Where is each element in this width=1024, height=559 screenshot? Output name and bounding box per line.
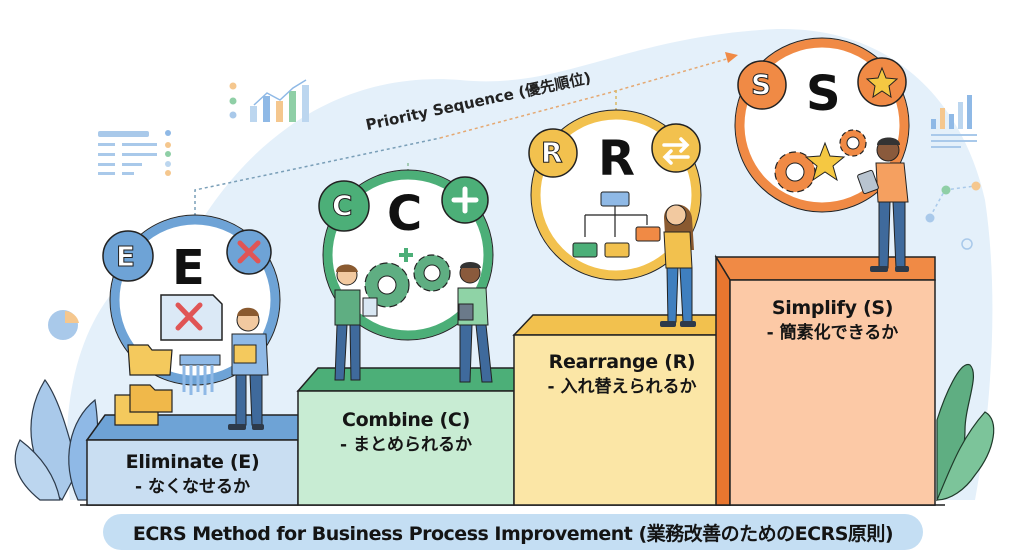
- simplify-emblem: [734, 37, 910, 272]
- person-combine-left: [334, 264, 378, 381]
- step-simplify: [714, 254, 936, 506]
- step-name-eliminate: Eliminate (E): [125, 451, 260, 473]
- step-label-rearrange: Rearrange (R) - 入れ替えられるか: [514, 350, 730, 400]
- big-letter-c: C: [387, 186, 423, 242]
- step-name-simplify: Simplify (S): [771, 297, 894, 319]
- rearrange-emblem: [528, 109, 702, 327]
- eliminate-emblem: [102, 214, 281, 430]
- line-chart-icon: [229, 79, 309, 122]
- crossed-document-icon: [160, 294, 223, 341]
- step-rearrange: [512, 314, 732, 506]
- bar-chart-icon: [931, 95, 977, 148]
- person-simplify: [857, 137, 909, 272]
- person-eliminate: [228, 307, 269, 430]
- step-label-simplify: Simplify (S) - 簡素化できるか: [730, 296, 935, 346]
- gear-icon: [364, 248, 451, 308]
- badge-letter-s: S: [750, 68, 772, 102]
- badge-letter-e: E: [115, 240, 136, 274]
- pie-chart-icon: [48, 310, 79, 340]
- shredder-icon: [179, 354, 221, 395]
- combine-emblem: [318, 169, 494, 383]
- big-letter-r: R: [598, 131, 635, 187]
- plant-icon-right: [936, 364, 995, 502]
- scatter-dots-icon: [925, 181, 981, 250]
- step-subtitle-combine: - まとめられるか: [340, 435, 472, 455]
- folder-icon: [114, 344, 173, 426]
- step-subtitle-simplify: - 簡素化できるか: [766, 323, 899, 343]
- list-icon: [98, 130, 171, 176]
- big-letter-e: E: [172, 240, 205, 296]
- flowchart-icon: [572, 191, 661, 258]
- step-name-rearrange: Rearrange (R): [548, 351, 696, 373]
- step-name-combine: Combine (C): [342, 409, 470, 431]
- step-label-eliminate: Eliminate (E) - なくなせるか: [87, 450, 298, 500]
- person-rearrange: [660, 204, 696, 327]
- x-mark-icon: [237, 240, 261, 264]
- title-banner: ECRS Method for Business Process Improve…: [103, 514, 923, 550]
- step-subtitle-eliminate: - なくなせるか: [135, 477, 250, 497]
- big-letter-s: S: [806, 66, 841, 122]
- plus-icon: [451, 186, 479, 214]
- swap-arrows-icon: [662, 137, 690, 165]
- person-combine-right: [457, 262, 493, 383]
- badge-letter-c: C: [332, 189, 354, 223]
- star-icon: [865, 66, 899, 99]
- gear-icon: [774, 129, 867, 193]
- step-subtitle-rearrange: - 入れ替えられるか: [547, 377, 697, 397]
- badge-letter-r: R: [541, 136, 564, 170]
- step-label-combine: Combine (C) - まとめられるか: [298, 408, 514, 458]
